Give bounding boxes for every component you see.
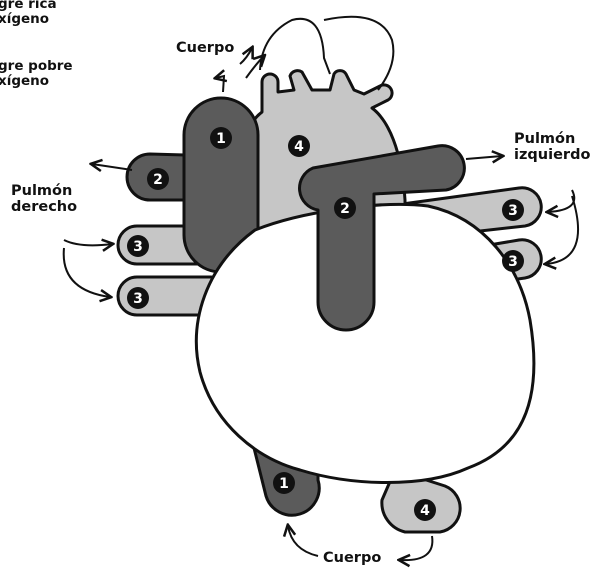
- arrow-right-lung-lower: [64, 248, 110, 297]
- badge-rpv-upper: 3: [127, 235, 149, 257]
- label-left-lung: Pulmón izquierdo: [514, 131, 590, 163]
- badge-pulmonary-trunk: 2: [334, 197, 356, 219]
- arrow-left-lung-lower: [546, 196, 578, 264]
- badge-lpv-lower: 3: [502, 250, 524, 272]
- arrow-body-to-ivc: [288, 526, 318, 556]
- badge-ivc: 1: [273, 472, 295, 494]
- svg-text:2: 2: [340, 201, 350, 217]
- svg-text:4: 4: [420, 503, 430, 519]
- badge-right-pulmonary-artery: 2: [147, 168, 169, 190]
- arrow-to-right-lung: [92, 164, 132, 170]
- legend-oxygen-rich-label: gre rica xígeno: [0, 0, 57, 27]
- badge-rpv-lower: 3: [127, 287, 149, 309]
- svg-text:4: 4: [294, 139, 304, 155]
- arrow-cuerpo-top: [240, 48, 252, 64]
- loop-arrow-top-a: [260, 19, 330, 74]
- arrow-left-lung-upper: [548, 190, 574, 212]
- svg-text:3: 3: [133, 291, 143, 307]
- badge-aorta: 4: [288, 135, 310, 157]
- svg-text:2: 2: [153, 172, 163, 188]
- svg-text:3: 3: [133, 239, 143, 255]
- arrow-to-left-lung: [466, 156, 502, 159]
- badge-svc: 1: [210, 127, 232, 149]
- arrow-right-lung-upper: [64, 240, 112, 245]
- label-right-lung: Pulmón derecho: [11, 183, 77, 215]
- svg-text:1: 1: [279, 476, 289, 492]
- label-body-top: Cuerpo: [176, 40, 234, 56]
- badge-lpv-upper: 3: [502, 199, 524, 221]
- badge-descending-aorta: 4: [414, 499, 436, 521]
- legend-oxygen-poor-label: gre pobre xígeno: [0, 59, 73, 89]
- label-body-bottom: Cuerpo: [323, 550, 381, 566]
- svg-text:3: 3: [508, 203, 518, 219]
- arrow-aorta-to-body: [400, 536, 432, 560]
- svg-text:1: 1: [216, 131, 226, 147]
- arrow-svc-from-body: [216, 76, 224, 92]
- svg-text:3: 3: [508, 254, 518, 270]
